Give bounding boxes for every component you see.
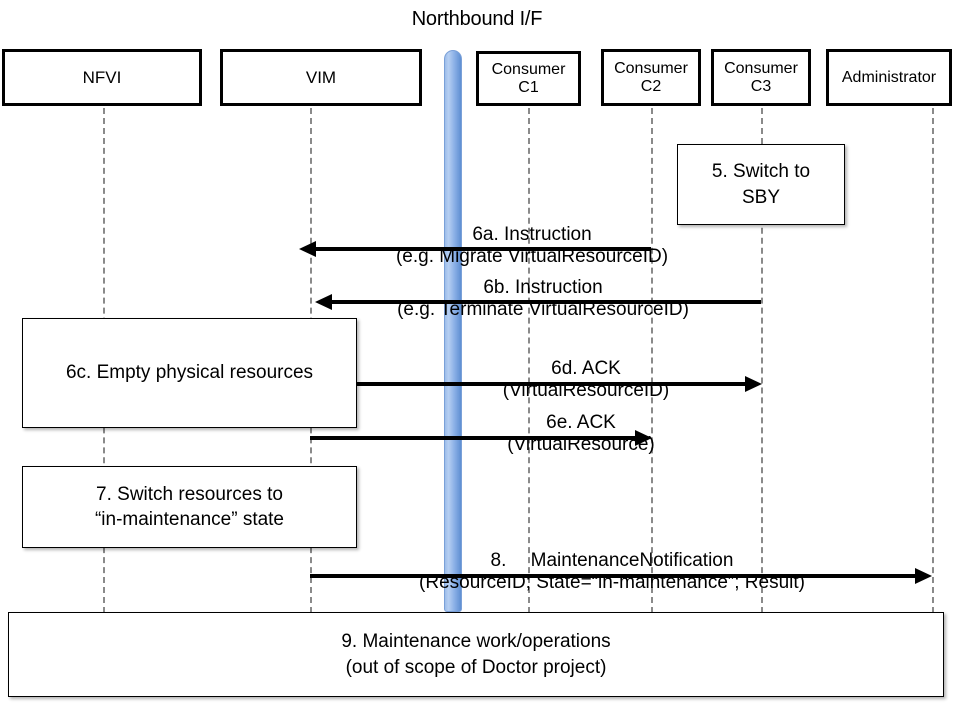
message-6e-label-line2: (VirtualResource) [507, 434, 655, 456]
participant-c3-label-line2: C3 [750, 77, 772, 95]
lifeline-c1 [528, 108, 530, 613]
message-8-line [310, 574, 915, 578]
message-6a-label-line1: 6a. Instruction [472, 224, 592, 245]
message-6b-label: 6b. Instruction (e.g. Terminate VirtualR… [369, 277, 717, 322]
note-step7-line1: 7. Switch resources to [96, 483, 283, 505]
diagram-title: Northbound I/F [411, 8, 543, 30]
message-8-label-line1: 8. MaintenanceNotification [490, 550, 734, 571]
message-6b-label-line1: 6b. Instruction [483, 277, 603, 298]
participant-administrator[interactable]: Administrator [826, 49, 952, 106]
note-step9-line1: 9. Maintenance work/operations [341, 631, 611, 653]
participant-c3-label-line1: Consumer [724, 59, 798, 77]
message-6e-arrowhead [635, 430, 652, 446]
message-8-label: 8. MaintenanceNotification (ResourceID; … [372, 550, 852, 595]
participant-c2-label-line2: C2 [640, 77, 662, 95]
participant-c2-label-line1: Consumer [614, 59, 688, 77]
message-8-label-line2: (ResourceID; State=“in-maintenance”; Res… [419, 572, 805, 594]
note-step9-line2: (out of scope of Doctor project) [345, 656, 607, 678]
note-step6c-empty-physical-resources: 6c. Empty physical resources [22, 318, 357, 428]
lifeline-admin [932, 108, 934, 613]
message-6d-arrowhead [745, 376, 762, 392]
message-6a-arrowhead [299, 241, 316, 257]
message-6d-label-line1: 6d. ACK [551, 358, 621, 379]
participant-consumer-c2[interactable]: Consumer C2 [601, 49, 701, 106]
participant-consumer-c3[interactable]: Consumer C3 [711, 49, 811, 106]
participant-c1-label-line1: Consumer [491, 60, 566, 78]
note-step9-maintenance-work: 9. Maintenance work/operations (out of s… [8, 612, 944, 697]
message-6b-line [330, 300, 761, 304]
message-6e-line [310, 436, 635, 440]
participant-admin-label: Administrator [841, 68, 937, 86]
message-6a-line [314, 247, 651, 251]
message-6d-line [357, 382, 745, 386]
note-step6c-text: 6c. Empty physical resources [65, 362, 314, 384]
message-6b-arrowhead [315, 294, 332, 310]
participant-nfvi[interactable]: NFVI [2, 49, 202, 106]
participant-nfvi-label: NFVI [82, 67, 122, 87]
note-step5-line1: 5. Switch to [711, 161, 811, 183]
message-6b-label-line2: (e.g. Terminate VirtualResourceID) [397, 299, 689, 321]
participant-vim-label: VIM [305, 67, 337, 87]
participant-vim[interactable]: VIM [220, 49, 422, 106]
note-step5-line2: SBY [741, 186, 781, 208]
message-6d-label-line2: (VirtualResourceID) [502, 380, 670, 402]
note-step7-line2: “in-maintenance” state [94, 509, 285, 530]
participant-consumer-c1[interactable]: Consumer C1 [476, 51, 581, 106]
message-6d-label: 6d. ACK (VirtualResourceID) [412, 358, 760, 403]
note-step5-switch-to-sby: 5. Switch to SBY [677, 144, 845, 225]
participant-c1-label-line2: C1 [518, 78, 539, 96]
lifeline-c3 [761, 108, 763, 613]
message-8-arrowhead [915, 568, 932, 584]
message-6a-label: 6a. Instruction (e.g. Migrate VirtualRes… [363, 224, 701, 269]
northbound-interface-bar [444, 50, 462, 612]
message-6e-label: 6e. ACK (VirtualResource) [407, 412, 755, 457]
note-step7-switch-resources: 7. Switch resources to “in-maintenance” … [22, 466, 357, 548]
lifeline-c2 [651, 108, 653, 613]
message-6a-label-line2: (e.g. Migrate VirtualResourceID) [395, 246, 669, 268]
message-6e-label-line1: 6e. ACK [546, 412, 616, 433]
